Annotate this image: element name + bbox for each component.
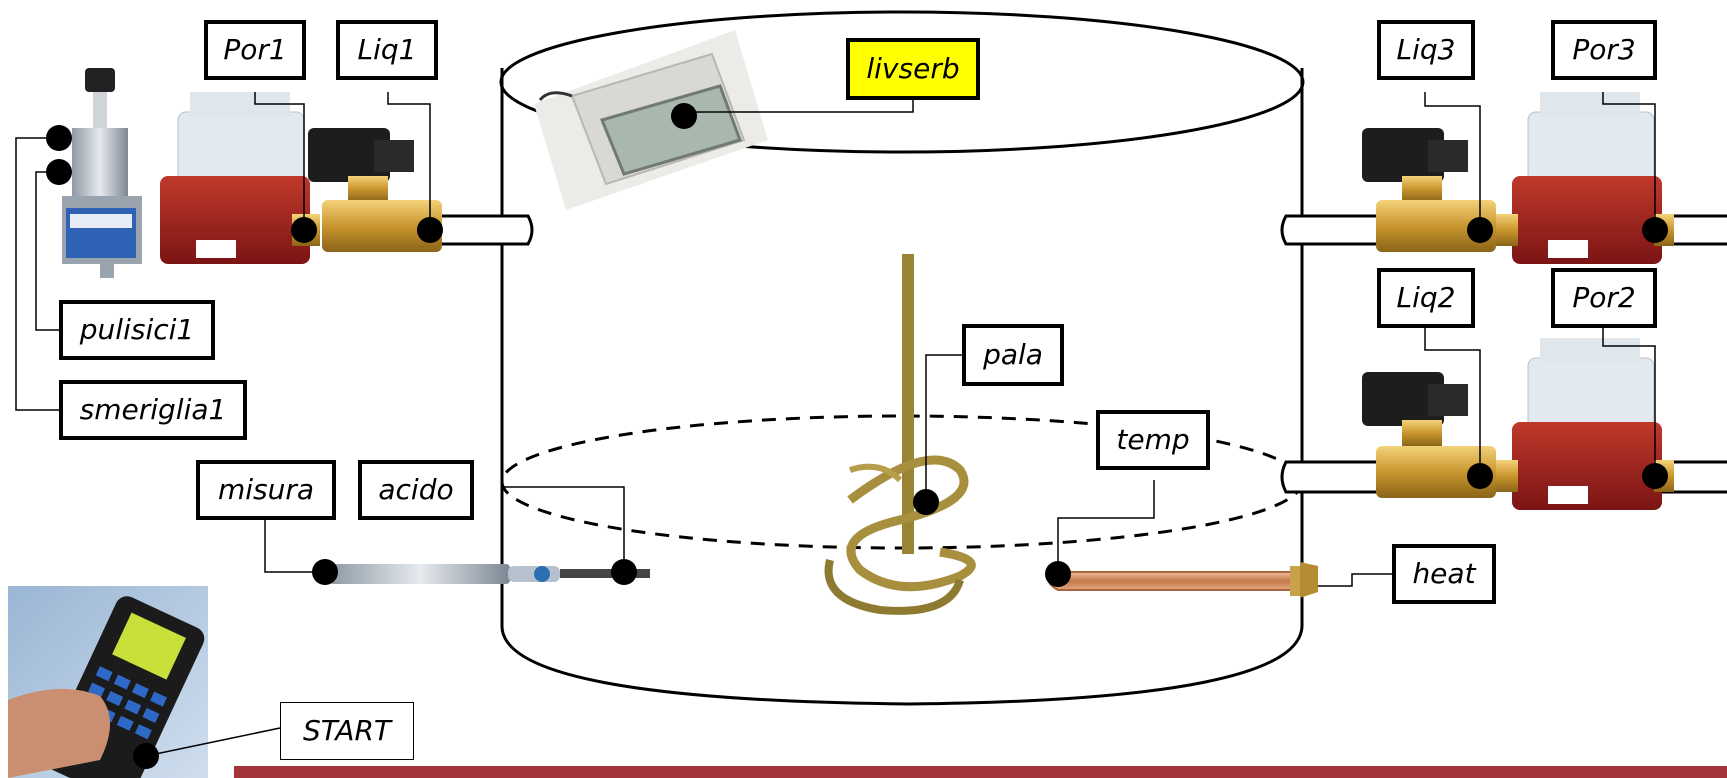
label-liq3[interactable]: Liq3 bbox=[1377, 20, 1475, 80]
label-liq1[interactable]: Liq1 bbox=[336, 20, 438, 80]
start-button[interactable]: START bbox=[280, 702, 414, 760]
label-livserb[interactable]: livserb bbox=[846, 38, 980, 100]
pressure-valve-icon bbox=[62, 68, 142, 278]
label-por3[interactable]: Por3 bbox=[1551, 20, 1657, 80]
tank-top bbox=[499, 10, 1305, 154]
leader-lines bbox=[15, 92, 1656, 757]
pipe-stub-left bbox=[440, 214, 534, 246]
label-smeriglia1[interactable]: smeriglia1 bbox=[59, 380, 247, 440]
water-meter-icon bbox=[1490, 338, 1674, 510]
solenoid-valve-icon bbox=[1362, 128, 1496, 252]
solenoid-valve-icon bbox=[308, 128, 442, 252]
leader-dots bbox=[46, 103, 1668, 769]
label-acido[interactable]: acido bbox=[358, 460, 474, 520]
label-temp[interactable]: temp bbox=[1096, 410, 1210, 470]
pipe-stub-right-bottom bbox=[1280, 460, 1384, 494]
label-pulisici1[interactable]: pulisici1 bbox=[59, 300, 215, 360]
label-heat[interactable]: heat bbox=[1392, 544, 1496, 604]
label-por2[interactable]: Por2 bbox=[1551, 268, 1657, 328]
label-por1[interactable]: Por1 bbox=[204, 20, 306, 80]
mixer-paddle-icon bbox=[824, 254, 976, 615]
label-pala[interactable]: pala bbox=[962, 324, 1064, 386]
label-liq2[interactable]: Liq2 bbox=[1377, 268, 1475, 328]
ph-probe-icon bbox=[330, 564, 650, 584]
heater-icon bbox=[1048, 562, 1318, 598]
label-misura[interactable]: misura bbox=[196, 460, 336, 520]
pipe-stub-right-top bbox=[1280, 214, 1384, 246]
footer-bar bbox=[234, 766, 1727, 778]
handheld-terminal-icon bbox=[8, 586, 208, 778]
level-sensor-icon bbox=[534, 30, 768, 210]
solenoid-valve-icon bbox=[1362, 372, 1496, 498]
water-meter-icon bbox=[1490, 92, 1674, 264]
